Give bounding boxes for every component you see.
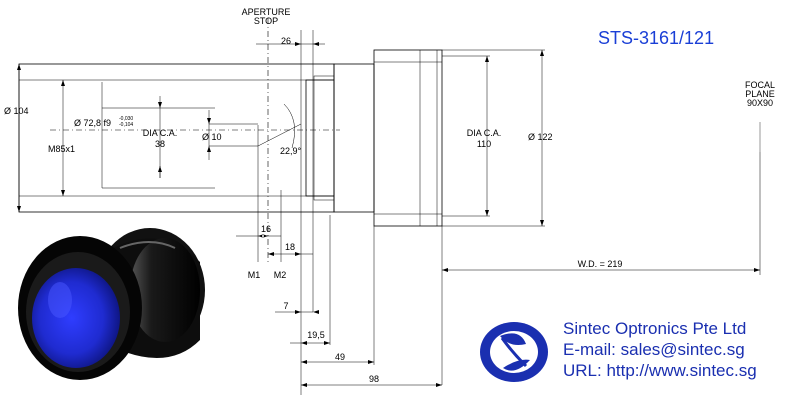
company-logo bbox=[480, 322, 548, 382]
company-name: Sintec Optronics Pte Ltd bbox=[563, 319, 746, 338]
dim-angle: 22,9° bbox=[280, 146, 302, 156]
dim-18: 18 bbox=[285, 242, 295, 252]
dia-ca-110-label-1: DIA C.A. bbox=[467, 128, 502, 138]
focal-plane-label-1: FOCAL bbox=[745, 80, 775, 90]
dia-ca-38-label-1: DIA C.A. bbox=[143, 128, 178, 138]
thread-label: M85x1 bbox=[48, 144, 75, 154]
company-url[interactable]: URL: http://www.sintec.sg bbox=[563, 361, 757, 380]
reference-lines bbox=[257, 18, 443, 395]
dim-d122: Ø 122 bbox=[528, 132, 553, 142]
dim-19-5: 19,5 bbox=[307, 330, 325, 340]
dim-d72: Ø 72,8 f9 bbox=[74, 118, 111, 128]
dim-d72-tol-upper: -0,030 bbox=[119, 116, 133, 122]
dim-working-distance: W.D. = 219 bbox=[578, 259, 623, 269]
dim-7: 7 bbox=[283, 301, 288, 311]
dimension-lines bbox=[17, 42, 761, 387]
dim-d10: Ø 10 bbox=[202, 132, 222, 142]
dia-ca-38-label-2: 38 bbox=[155, 139, 165, 149]
lens-outline bbox=[18, 49, 443, 227]
lens-photo bbox=[18, 228, 205, 380]
m1-label: M1 bbox=[248, 270, 261, 280]
dim-d104: Ø 104 bbox=[4, 106, 29, 116]
m2-label: M2 bbox=[274, 270, 287, 280]
dim-49: 49 bbox=[335, 352, 345, 362]
focal-plane-label-3: 90X90 bbox=[747, 98, 773, 108]
dim-26: 26 bbox=[281, 36, 291, 46]
dim-16: 16 bbox=[261, 224, 271, 234]
aperture-stop-label-1: APERTURE bbox=[242, 7, 291, 17]
thread-section bbox=[18, 63, 335, 213]
product-title: STS-3161/121 bbox=[598, 28, 714, 48]
focal-plane-label-2: PLANE bbox=[745, 89, 775, 99]
aperture-stop-label-2: STOP bbox=[254, 16, 278, 26]
dim-d72-tol-lower: -0,104 bbox=[119, 122, 133, 128]
dia-ca-110-label-2: 110 bbox=[477, 139, 491, 149]
dim-98: 98 bbox=[369, 374, 379, 384]
company-email[interactable]: E-mail: sales@sintec.sg bbox=[563, 340, 745, 359]
